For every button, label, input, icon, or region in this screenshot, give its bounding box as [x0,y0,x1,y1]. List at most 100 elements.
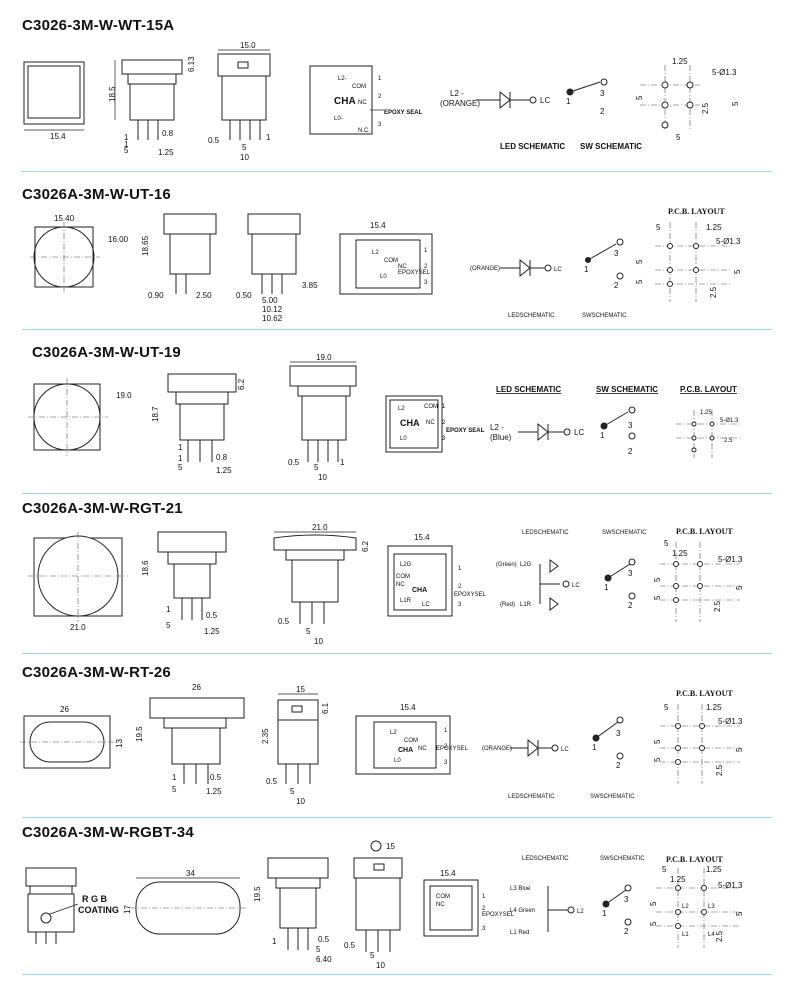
dimension-label: 5 [676,133,681,142]
dimension-label: 3 [444,760,448,766]
dimension-label: L0 [394,758,401,764]
dimension-label: L1R [400,598,412,604]
dimension-label: 3 [600,89,605,98]
dimension-label: 1 [592,743,597,752]
dimension-label: 15.4 [370,221,386,230]
dimension-label: 5 [635,279,644,284]
dimension-label: LC [572,583,580,589]
dimension-label: L0 [380,274,387,280]
dimension-label: 5 [124,146,129,155]
dimension-label: 6.13 [187,56,196,72]
dimension-label: 5 [664,539,669,548]
dimension-label: 15.4 [400,703,416,712]
dimension-label: 10.12 [262,305,283,314]
dimension-label: 5-Ø1.3 [720,418,739,424]
dimension-label: L1R [520,602,532,608]
dimension-label: L0- [334,116,343,122]
dimension-label: L3 [708,904,715,910]
dimension-label: EPOXYSEL [454,592,487,598]
dimension-label: 5 [370,951,375,960]
dimension-label: L2 - [490,423,504,432]
dimension-label: 2 [628,447,633,456]
dimension-label: 3 [614,249,619,258]
dimension-label: COM [396,574,410,580]
dimension-label: 5 [649,901,658,906]
dimension-label: 5 [653,739,662,744]
dimension-label: L0 [400,436,407,442]
dimension-label: 5 [242,143,247,152]
dimension-label: EPOXYSEL [436,746,469,752]
dimension-label: L1 Red [510,930,529,936]
dim-top-width: 15.4 [50,132,66,141]
dimension-label: 1 [172,773,177,782]
dimension-label: 5 [649,921,658,926]
dimension-label: L2- [338,76,347,82]
section-divider [22,329,772,330]
dimension-label: EPOXY SEAL [384,110,423,116]
dimension-label: L3 Blue [510,886,531,892]
dimension-label: LEDSCHEMATIC [508,313,555,319]
dimension-label: 5 [735,747,744,752]
dimension-label: N.C. [358,128,370,134]
dimension-label: 1 [602,909,607,918]
section-divider [22,171,772,172]
section-divider [22,493,772,494]
dimension-label: L2 [577,909,584,915]
dimension-label: 10 [296,797,305,806]
dimension-label: 5 [316,945,321,954]
dimension-label: CHA [334,96,356,107]
dimension-label: P.C.B. LAYOUT [676,689,733,698]
section-divider [22,653,772,654]
dimension-label: 2 [444,744,448,750]
dimension-label: 6.2 [361,540,370,552]
dimension-label: 1 [584,265,589,274]
dimension-label: 1 [444,728,448,734]
dimension-label: 2.5 [715,930,724,942]
dimension-label: 21.0 [312,523,328,532]
dimension-label: P.C.B. LAYOUT [680,385,737,394]
section-title: C3026A-3M-W-UT-16 [22,186,171,203]
dimension-label: (Green) [496,562,517,568]
dimension-label: 0.90 [148,291,164,300]
dimension-label: 3 [458,602,462,608]
dimension-label: 1.25 [206,787,222,796]
section-rgbt-34: C3026A-3M-W-RGBT-34 R G B COATING 34 17 … [0,818,800,999]
dimension-label: 5 [635,95,644,100]
dimension-label: 5 [306,627,311,636]
dimension-label: 18.7 [151,406,160,422]
dimension-label: 0.5 [318,935,330,944]
dimension-label: L2G [400,562,412,568]
dimension-label: 5 [653,595,662,600]
dimension-label: 26 [192,683,201,692]
dimension-label: 26 [60,705,69,714]
dimension-label: COM [436,894,450,900]
dimension-label: 5-Ø1.3 [712,68,737,77]
dimension-label: 13 [115,739,124,748]
dimension-label: L2 [372,250,379,256]
dimension-label: P.C.B. LAYOUT [668,207,725,216]
dimension-label: COM [384,258,398,264]
dimension-label: 3.85 [302,281,318,290]
dimension-label: 5-Ø1.3 [718,717,743,726]
dimension-label: 5 [735,911,744,916]
dimension-label: 1 [178,454,183,463]
dimension-label: 1 [166,605,171,614]
dimension-label: 18.65 [141,235,150,256]
dimension-label: P.C.B. LAYOUT [676,527,733,536]
dimension-label: 15.4 [414,533,430,542]
dimension-label: 2.5 [709,286,718,298]
dimension-label: 3 [624,895,629,904]
dimension-label: 5 [735,585,744,590]
dimension-label: 1.25 [706,223,722,232]
dimension-label: NC [358,100,367,106]
dimension-label: 2 [628,601,633,610]
dimension-label: NC [418,746,427,752]
dimension-label: 1 [378,76,382,82]
dimension-label: 2.5 [724,438,733,444]
dimension-label: L2 - [450,89,464,98]
dimension-label: 1.25 [706,865,722,874]
dimension-label: 0.8 [216,453,228,462]
dimension-label: 5 [731,101,740,106]
dimension-label: 3 [442,436,446,442]
dimension-label: SWSCHEMATIC [600,856,645,862]
